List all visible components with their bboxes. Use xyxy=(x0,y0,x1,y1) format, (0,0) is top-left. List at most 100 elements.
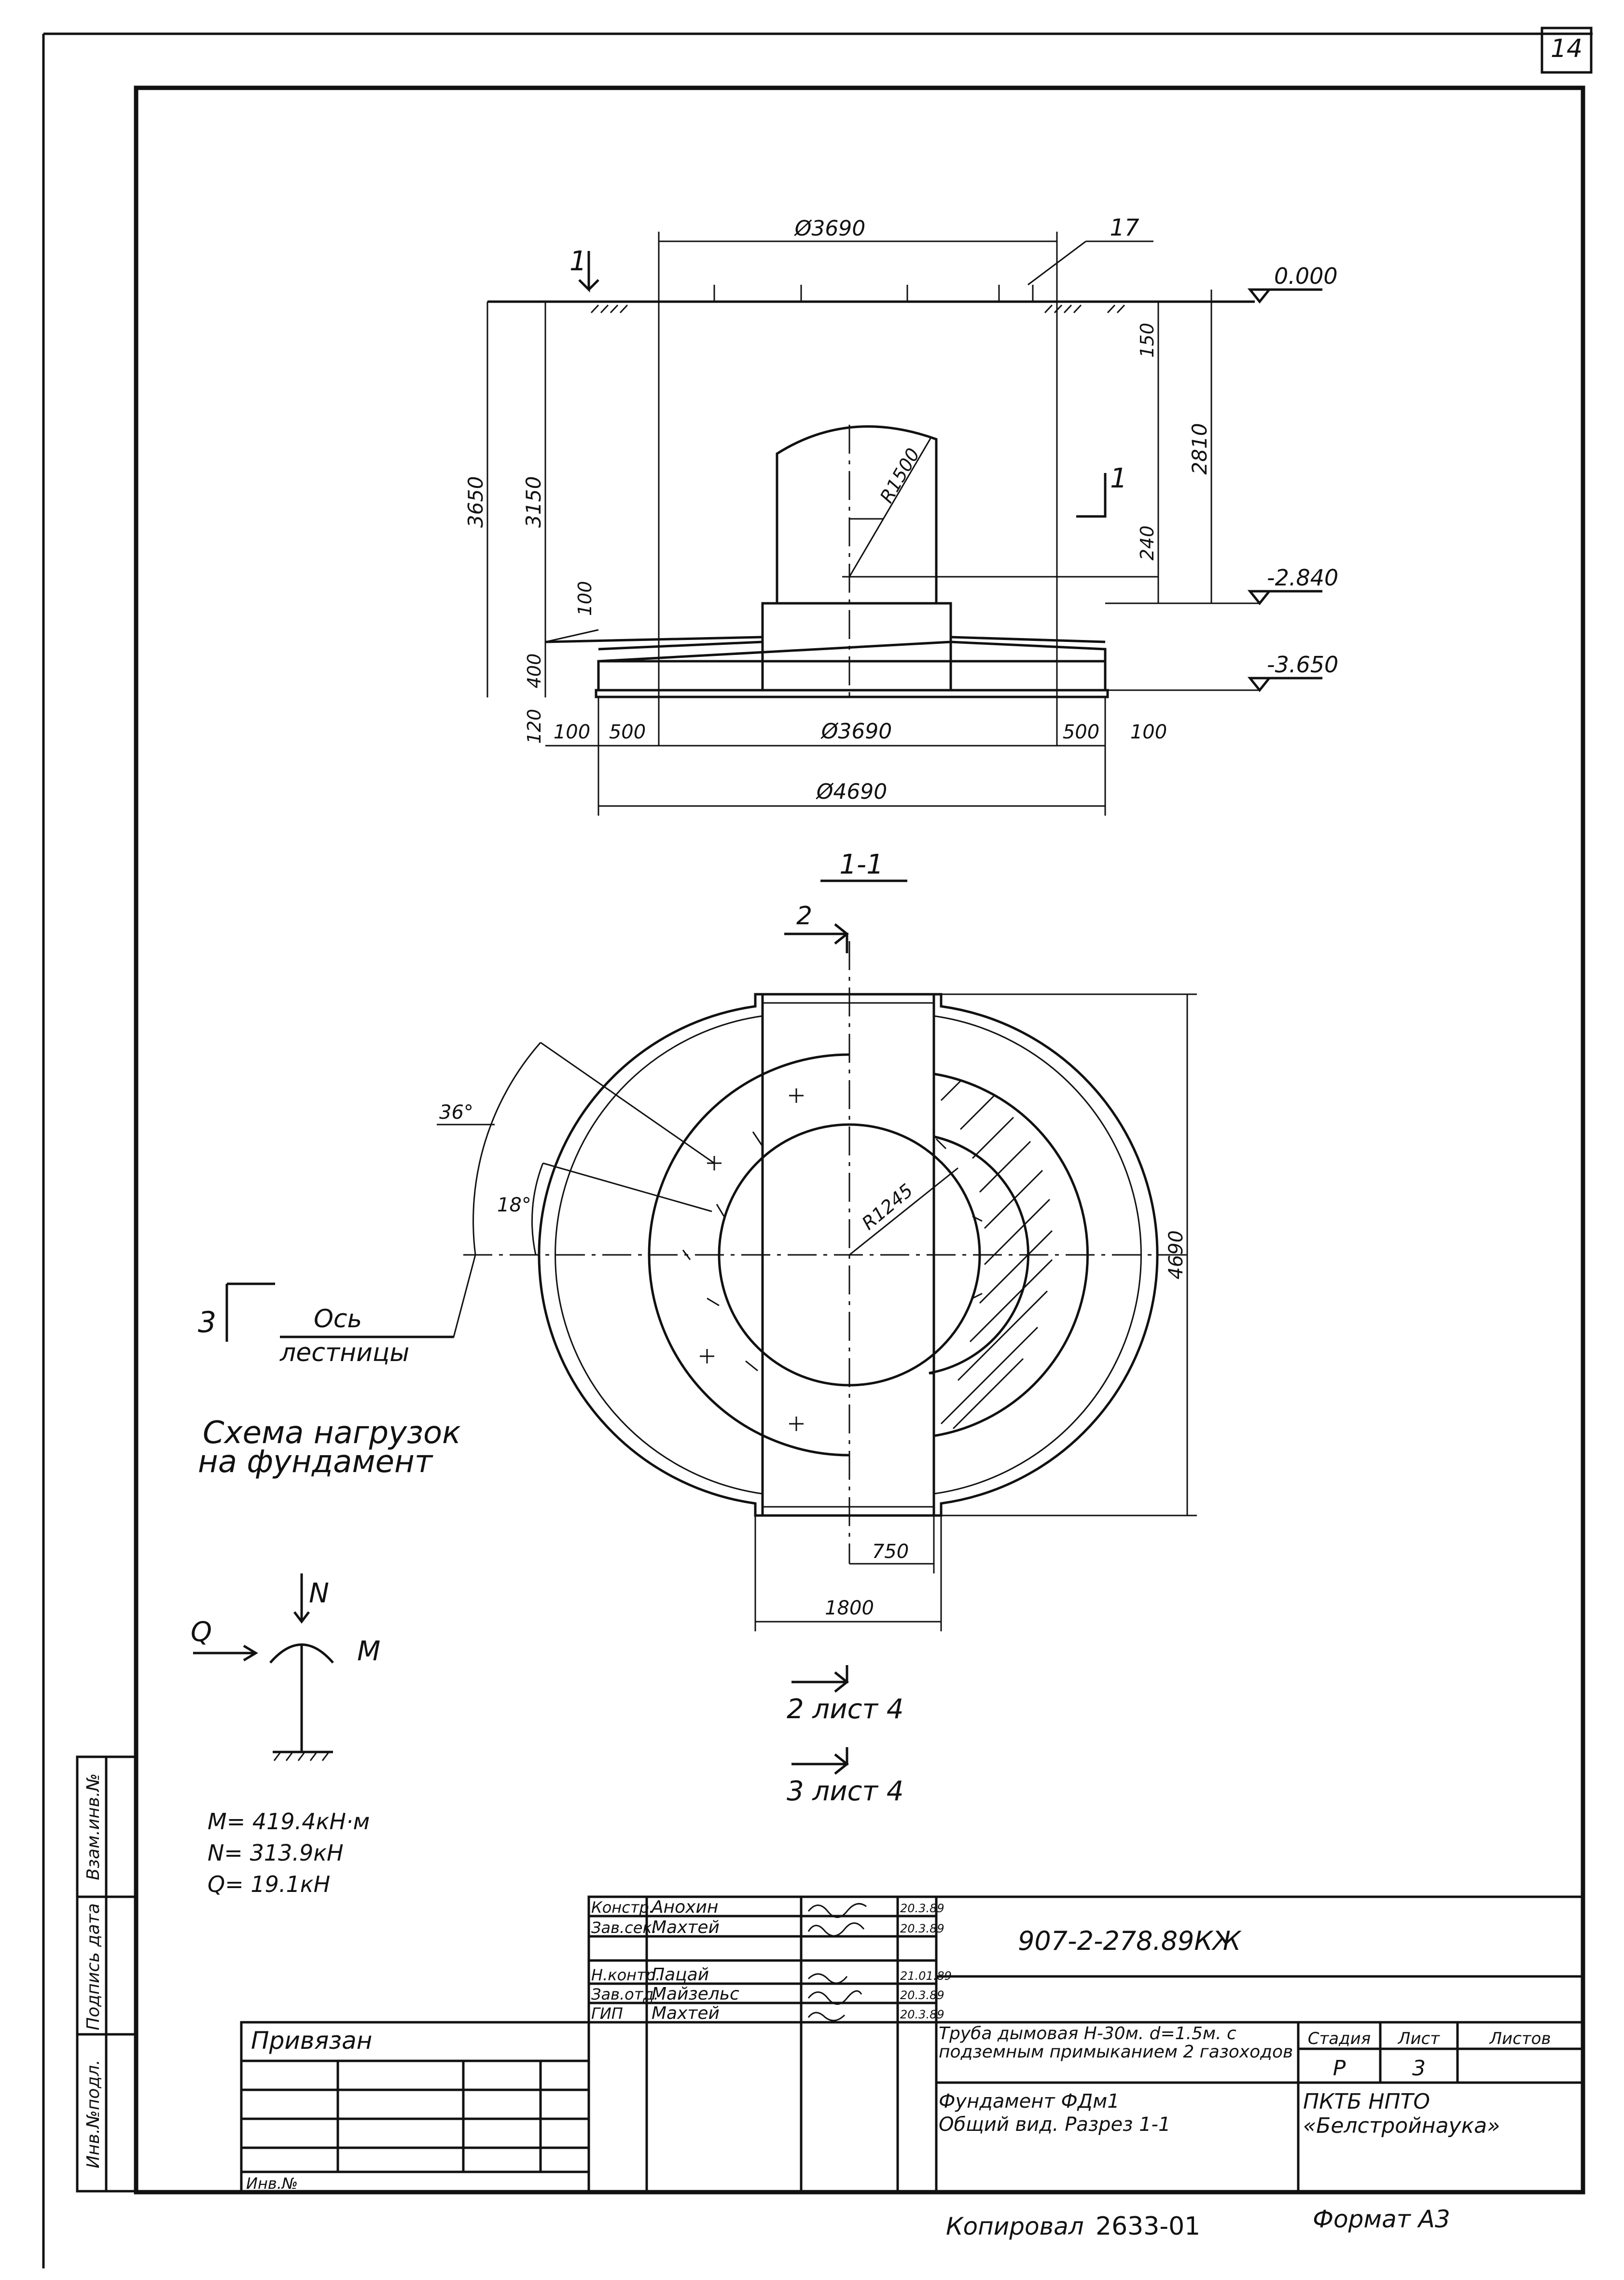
load-scheme: Схема нагрузок на фундамент N Q M M= 419… xyxy=(191,1415,461,1897)
date-1: 20.3.89 xyxy=(900,1922,944,1935)
ref-2: 2 лист 4 xyxy=(787,1694,903,1725)
support-hatch xyxy=(273,1752,329,1761)
slab-top xyxy=(598,640,1107,663)
section-mark-right: 1 xyxy=(1110,463,1127,494)
name-3: Пацай xyxy=(652,1965,709,1985)
section-mark-left: 1 xyxy=(569,246,587,277)
inner-frame xyxy=(134,85,1585,2195)
side-stamp: Инв.№подл. Подпись дата Взам.инв.№ xyxy=(76,1755,138,2193)
slab-body xyxy=(597,660,1107,692)
bottom-dim-4: 100 xyxy=(1130,721,1167,743)
side-stamp-1: Подпись дата xyxy=(83,1903,103,2030)
top-ticks xyxy=(713,285,1034,302)
stage-header: Стадия xyxy=(1308,2029,1371,2048)
plan-title: 1-1 xyxy=(839,849,883,880)
level-0: 0.000 xyxy=(1274,263,1338,289)
load-M-value: M= 419.4кН·м xyxy=(208,1808,370,1835)
role-4: Зав.отд. xyxy=(591,1985,659,2003)
signature-0 xyxy=(807,1903,867,1918)
concrete-prep xyxy=(595,689,1109,698)
drawing-code: 907-2-278.89КЖ xyxy=(1018,1926,1242,1956)
name-0: Анохин xyxy=(651,1897,718,1917)
shear-force-arrow xyxy=(193,1644,258,1662)
privyazan: Привязан xyxy=(251,2027,372,2055)
elevation-view: Ø3690 17 R1500 3650 3150 100 400 120 150… xyxy=(464,214,1338,816)
date-4: 20.3.89 xyxy=(900,1988,944,2002)
angle-18-arc xyxy=(531,1163,544,1255)
bottom-dim-3: 500 xyxy=(1063,721,1099,743)
slope-leader xyxy=(545,629,599,643)
side-stamp-0: Инв.№подл. xyxy=(83,2059,103,2168)
outer-contour xyxy=(538,993,1159,1517)
anchor-marks xyxy=(682,1088,989,1431)
sheet-number: 14 xyxy=(1551,34,1582,63)
sheet-value: 3 xyxy=(1412,2056,1426,2081)
dim-2810: 2810 xyxy=(1188,423,1211,475)
name-5: Махтей xyxy=(652,2003,720,2023)
date-3: 21.01.89 xyxy=(900,1969,952,1983)
section-2-mark: 2 xyxy=(796,902,812,931)
ring-left-outer xyxy=(648,1053,850,1457)
side-stamp-2: Взам.инв.№ xyxy=(83,1773,103,1880)
hatched-segment xyxy=(929,1072,1089,1437)
plan-radius-leader xyxy=(849,1167,958,1256)
load-Q-value: Q= 19.1кН xyxy=(208,1871,330,1897)
plan-view: 1-1 2 R1245 xyxy=(198,849,1197,1807)
slab-slope xyxy=(545,636,1106,643)
radius-leader xyxy=(848,436,932,577)
dim-150: 150 xyxy=(1137,323,1158,358)
name-1: Махтей xyxy=(652,1918,720,1937)
label-M: M xyxy=(357,1636,380,1667)
angle-36-arc xyxy=(472,1042,541,1255)
dim-120: 120 xyxy=(524,709,545,744)
ref-3: 3 лист 4 xyxy=(787,1776,903,1807)
date-0: 20.3.89 xyxy=(900,1902,944,1915)
section-3-arrow xyxy=(225,1282,275,1342)
label-Q: Q xyxy=(191,1616,212,1648)
section-arrow-right xyxy=(1076,473,1107,518)
ref-2-arrow xyxy=(791,1665,849,1693)
signature-5 xyxy=(807,2012,846,2021)
shaft-radius: R1500 xyxy=(876,445,924,507)
level-3650-mark xyxy=(1247,677,1322,693)
footer-format: Формат А3 xyxy=(1313,2205,1450,2233)
bottom-dim-1: 500 xyxy=(609,721,646,743)
project-title-box: Труба дымовая Н-30м. d=1.5м. с подземным… xyxy=(939,2025,1293,2062)
role-0: Констр. xyxy=(591,1898,654,1917)
callout-leader xyxy=(1027,240,1086,286)
dim-1800: 1800 xyxy=(825,1597,874,1619)
level-0-mark xyxy=(1247,288,1322,304)
dim-3650: 3650 xyxy=(464,476,487,528)
sheet-header: Лист xyxy=(1397,2029,1440,2048)
plan-radius: R1245 xyxy=(858,1180,917,1234)
dim-3150: 3150 xyxy=(522,476,545,528)
project-title: Труба дымовая Н-30м. d=1.5м. с подземным… xyxy=(939,2025,1293,2062)
bottom-dim-2: Ø3690 xyxy=(820,719,892,744)
axis-label-1: Ось xyxy=(314,1305,362,1334)
name-4: Майзельс xyxy=(652,1984,739,2004)
role-3: Н.контр. xyxy=(591,1966,660,1984)
level-3650: -3.650 xyxy=(1267,652,1338,678)
sheet-number-box xyxy=(1541,27,1593,74)
normal-force-arrow xyxy=(293,1573,310,1624)
drawing-name-box: Фундамент ФДм1 Общий вид. Разрез 1-1 xyxy=(939,2090,1170,2136)
dim-400: 400 xyxy=(524,653,545,689)
section-arrow-left xyxy=(578,251,599,293)
shaft-outline xyxy=(776,425,938,603)
moment-arc xyxy=(269,1643,334,1664)
signature-3 xyxy=(807,1973,848,1984)
level-2840: -2.840 xyxy=(1267,565,1338,591)
angle-rays xyxy=(540,1042,715,1212)
stage-value: Р xyxy=(1333,2056,1346,2081)
label-N: N xyxy=(309,1578,329,1609)
dim-240: 240 xyxy=(1137,526,1158,561)
axis-label-2: лестницы xyxy=(279,1338,409,1367)
org: ПКТБ НПТО «Белстройнаука» xyxy=(1303,2090,1500,2138)
signature-4 xyxy=(807,1990,862,2005)
angle-36: 36° xyxy=(439,1101,473,1124)
footer-copied: Копировал xyxy=(946,2212,1084,2240)
title-block: 907-2-278.89КЖ Констр. Зав.сек. Н.контр.… xyxy=(240,1895,1584,2194)
overall-diameter: Ø4690 xyxy=(816,779,888,804)
org-box: ПКТБ НПТО «Белстройнаука» xyxy=(1303,2090,1500,2138)
